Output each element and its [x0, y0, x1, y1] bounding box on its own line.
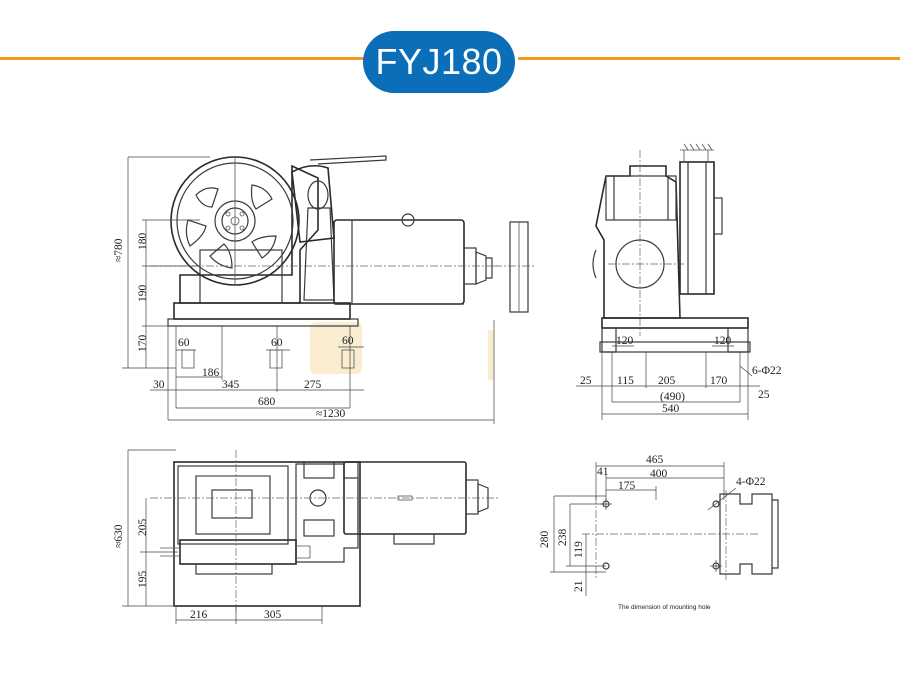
side-dim-w120-b: 120	[714, 335, 732, 347]
top-dim-w216: 216	[190, 609, 208, 621]
mount-dim-w41: 41	[597, 466, 609, 478]
dim-w30: 30	[153, 379, 165, 391]
side-dim-w115: 115	[617, 375, 634, 387]
mount-dim-w175: 175	[618, 480, 636, 492]
header-rule-right	[518, 57, 900, 60]
front-motor	[150, 213, 500, 305]
side-dim-w540: 540	[662, 403, 680, 415]
mount-dim-hole: 4-Φ22	[736, 476, 766, 488]
mounting-caption: The dimension of mounting hole	[618, 604, 711, 611]
mount-dim-h238: 238	[557, 529, 569, 547]
top-view: ≈630 205 195 216 305	[113, 449, 500, 624]
dim-h180: 180	[137, 233, 149, 251]
brake-housing	[291, 164, 335, 243]
side-dim-w205: 205	[658, 375, 676, 387]
dim-w60-b: 60	[271, 337, 283, 349]
top-dim-h205: 205	[137, 519, 149, 537]
dim-h170: 170	[137, 335, 149, 353]
side-dim-hole: 6-Φ22	[752, 365, 782, 377]
dim-w1230: ≈1230	[316, 408, 346, 420]
side-dim-w120-a: 120	[616, 335, 634, 347]
side-dim-w170: 170	[710, 375, 728, 387]
top-dim-h630: ≈630	[113, 524, 125, 548]
dim-w345: 345	[222, 379, 240, 391]
traction-sheave	[170, 156, 300, 286]
side-sheave	[679, 161, 715, 295]
mount-dim-h21: 21	[573, 580, 585, 592]
mount-dim-w465: 465	[646, 454, 664, 466]
side-dim-w25-b: 25	[758, 389, 770, 401]
top-dim-h195: 195	[137, 571, 149, 589]
mount-dim-w400: 400	[650, 468, 668, 480]
side-dim-w490: (490)	[660, 391, 685, 403]
top-dim-w305: 305	[264, 609, 282, 621]
side-dim-w25-a: 25	[580, 375, 592, 387]
dim-h190: 190	[137, 285, 149, 303]
dim-w186: 186	[202, 367, 220, 379]
mounting-view: 465 41 400 175 4-Φ22 280 238 119 21 The …	[539, 454, 779, 611]
dim-w275: 275	[304, 379, 322, 391]
dim-h780: ≈780	[113, 238, 125, 262]
mount-dim-h280: 280	[539, 531, 551, 549]
dim-w680: 680	[258, 396, 276, 408]
mount-dim-h119: 119	[573, 541, 585, 558]
watermark	[310, 322, 494, 380]
side-view: 120 120 6-Φ22 25 115 205 170 (490) 25 54…	[576, 143, 782, 420]
model-title-badge: FYJ180	[363, 31, 515, 93]
dim-w60-a: 60	[178, 337, 190, 349]
front-view: ≈780 180 190 170 60 60 60 186 30 345 275…	[113, 155, 534, 424]
dim-w60-c: 60	[342, 335, 354, 347]
front-base-plate	[173, 302, 351, 320]
header-rule-left	[0, 57, 370, 60]
